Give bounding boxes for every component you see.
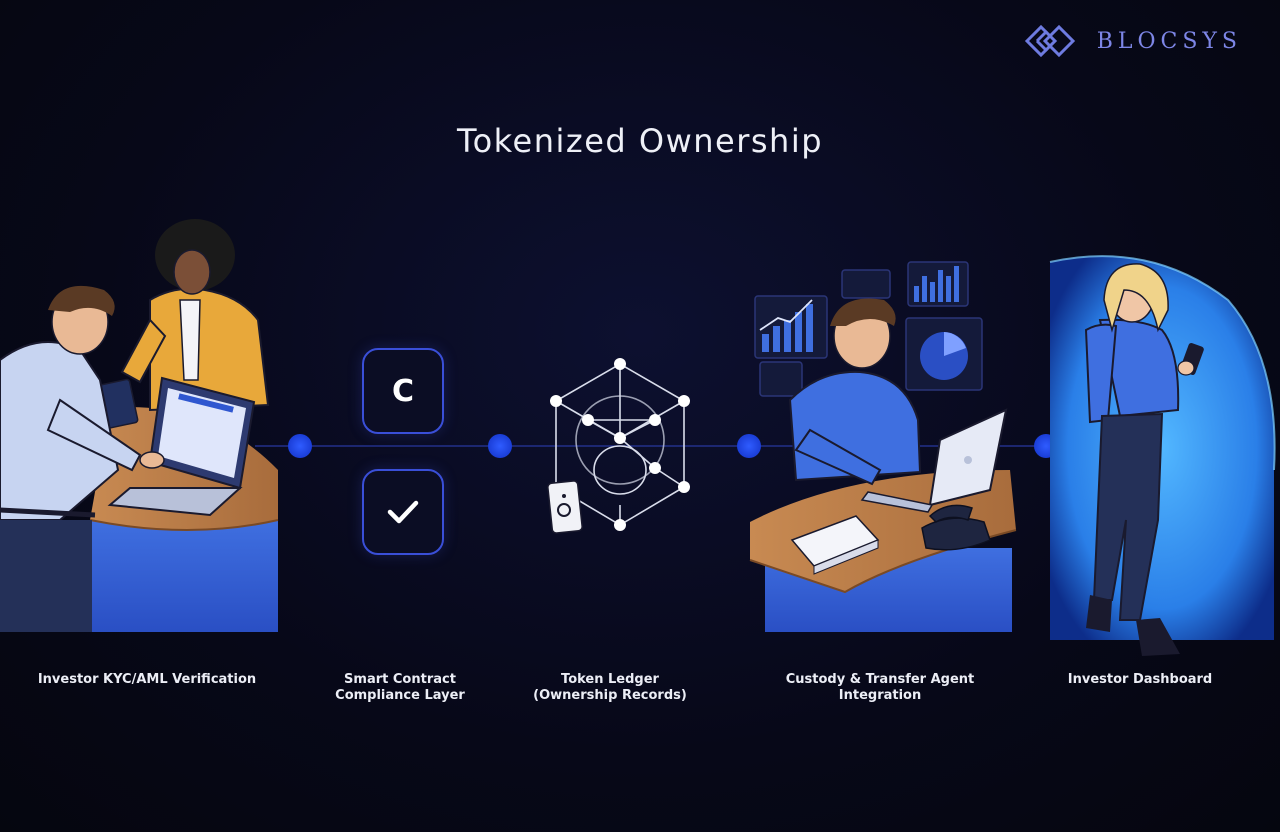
brand-name: BLOCSYS	[1096, 28, 1242, 54]
brand-logo: BLOCSYS	[1023, 22, 1242, 60]
flow-node-3	[737, 434, 761, 458]
custody-illustration	[749, 261, 1017, 632]
investor-dashboard-illustration	[1049, 255, 1276, 656]
ledger-tag-icon	[547, 480, 583, 534]
kyc-verification-illustration	[0, 219, 279, 632]
checkmark-icon	[387, 500, 419, 524]
ledger-nodes	[550, 358, 690, 531]
step-label-token-ledger: Token Ledger (Ownership Records)	[533, 672, 687, 703]
smart-contract-icon: C	[362, 348, 444, 434]
step-label-dashboard: Investor Dashboard	[1067, 672, 1213, 687]
step-label-custody: Custody & Transfer Agent Integration	[785, 672, 975, 703]
step-label-kyc: Investor KYC/AML Verification	[37, 672, 257, 687]
page-title: Tokenized Ownership	[456, 122, 824, 160]
checkmark-icon-box	[362, 469, 444, 555]
flow-node-2	[488, 434, 512, 458]
step-label-smart-contract: Smart Contract Compliance Layer	[335, 672, 465, 703]
flow-node-1	[288, 434, 312, 458]
contract-glyph: C	[391, 373, 415, 409]
interlocked-diamonds-icon	[1024, 24, 1075, 58]
